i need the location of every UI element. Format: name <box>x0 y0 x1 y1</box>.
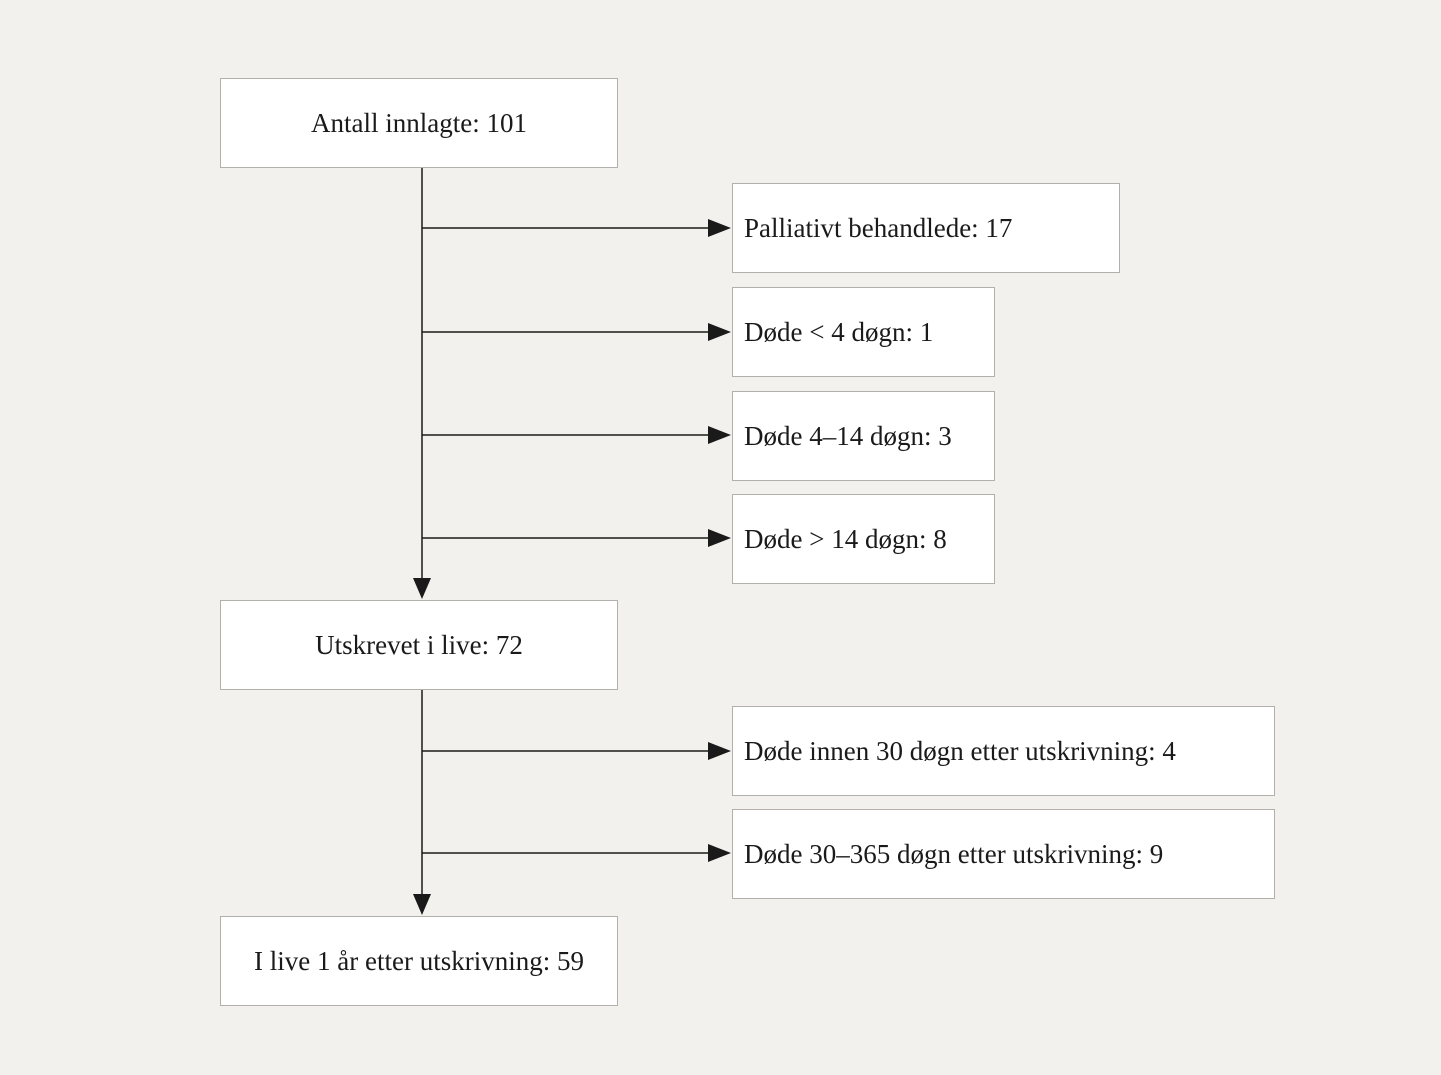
arrowhead-right-died-gt14 <box>708 529 731 547</box>
node-dode-30-365-dogn: Døde 30–365 døgn etter utskrivning: 9 <box>732 809 1275 899</box>
node-i-live-1-ar: I live 1 år etter utskrivning: 59 <box>220 916 618 1006</box>
arrowhead-down-discharged <box>413 578 431 599</box>
node-dode-innen-30-dogn: Døde innen 30 døgn etter utskrivning: 4 <box>732 706 1275 796</box>
node-dode-over-14-dogn: Døde > 14 døgn: 8 <box>732 494 995 584</box>
arrowhead-right-died-30-365 <box>708 844 731 862</box>
node-palliativt-behandlede: Palliativt behandlede: 17 <box>732 183 1120 273</box>
node-utskrevet-i-live: Utskrevet i live: 72 <box>220 600 618 690</box>
arrowhead-right-palliative <box>708 219 731 237</box>
node-dode-under-4-dogn: Døde < 4 døgn: 1 <box>732 287 995 377</box>
arrowhead-down-alive-1yr <box>413 894 431 915</box>
arrowhead-right-died-lt4 <box>708 323 731 341</box>
arrowhead-right-died-4-14 <box>708 426 731 444</box>
node-dode-4-14-dogn: Døde 4–14 døgn: 3 <box>732 391 995 481</box>
node-antall-innlagte: Antall innlagte: 101 <box>220 78 618 168</box>
arrowhead-right-died-within-30 <box>708 742 731 760</box>
